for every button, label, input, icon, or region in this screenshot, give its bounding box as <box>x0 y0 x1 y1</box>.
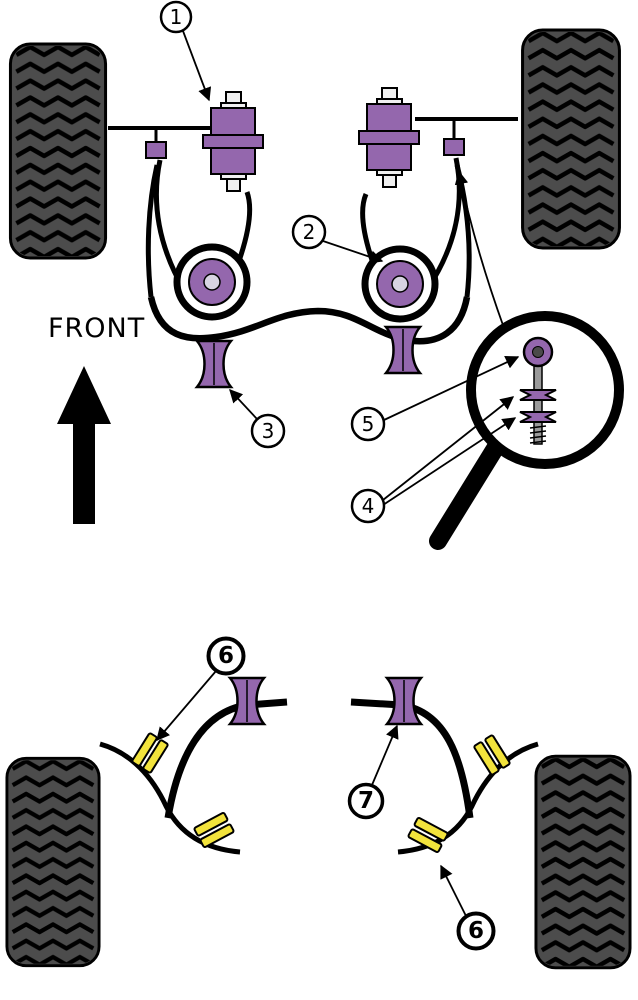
link-mount-block-right <box>443 138 465 156</box>
link-top-bush-center <box>532 346 544 358</box>
callout-4: 4 <box>350 396 517 524</box>
callout-6-bottom-label: 6 <box>468 918 484 944</box>
tire-rear-right <box>534 754 632 970</box>
callout-7-label: 7 <box>358 788 374 814</box>
tire-rear-left <box>5 756 101 968</box>
callout-2: 2 <box>291 214 384 264</box>
callout-5: 5 <box>350 356 520 442</box>
callout-3: 3 <box>229 389 286 449</box>
antiroll-bar-front <box>147 296 471 345</box>
control-arm-bush-left <box>173 243 251 321</box>
arb-bush-front-left <box>195 339 233 389</box>
link-bush-rear-right-upper-part6 <box>472 733 512 777</box>
magnifier-pointer-line <box>454 170 505 329</box>
callout-1-label: 1 <box>170 5 183 29</box>
rear-suspension: 6 7 6 <box>5 636 632 970</box>
callout-3-label: 3 <box>262 419 275 443</box>
callout-2-label: 2 <box>303 220 316 244</box>
control-arm-bush-right <box>361 245 439 323</box>
link-washer-upper-part4 <box>519 389 557 401</box>
callout-6-top-label: 6 <box>218 643 234 669</box>
engine-mount-left <box>202 91 264 192</box>
arb-bush-front-right <box>384 325 422 375</box>
trailing-arms <box>99 741 539 855</box>
callout-5-label: 5 <box>362 412 375 436</box>
link-mount-block-left <box>145 141 167 159</box>
front-direction-arrow <box>57 366 111 524</box>
callout-6-top: 6 <box>156 636 246 742</box>
stud-threads <box>529 425 547 444</box>
callout-4-label: 4 <box>362 494 375 518</box>
callout-6-bottom: 6 <box>440 864 496 951</box>
tire-front-right <box>520 28 622 250</box>
front-suspension: FRONT 1 2 <box>8 0 624 550</box>
engine-mount-right <box>358 87 420 188</box>
link-washer-lower-part4 <box>519 411 557 423</box>
callout-7: 7 <box>347 724 399 820</box>
antiroll-bar-rear <box>164 698 474 819</box>
magnifier-handle <box>429 438 505 550</box>
callout-1: 1 <box>159 0 212 102</box>
front-label: FRONT <box>48 313 145 344</box>
tire-front-left <box>8 42 108 260</box>
